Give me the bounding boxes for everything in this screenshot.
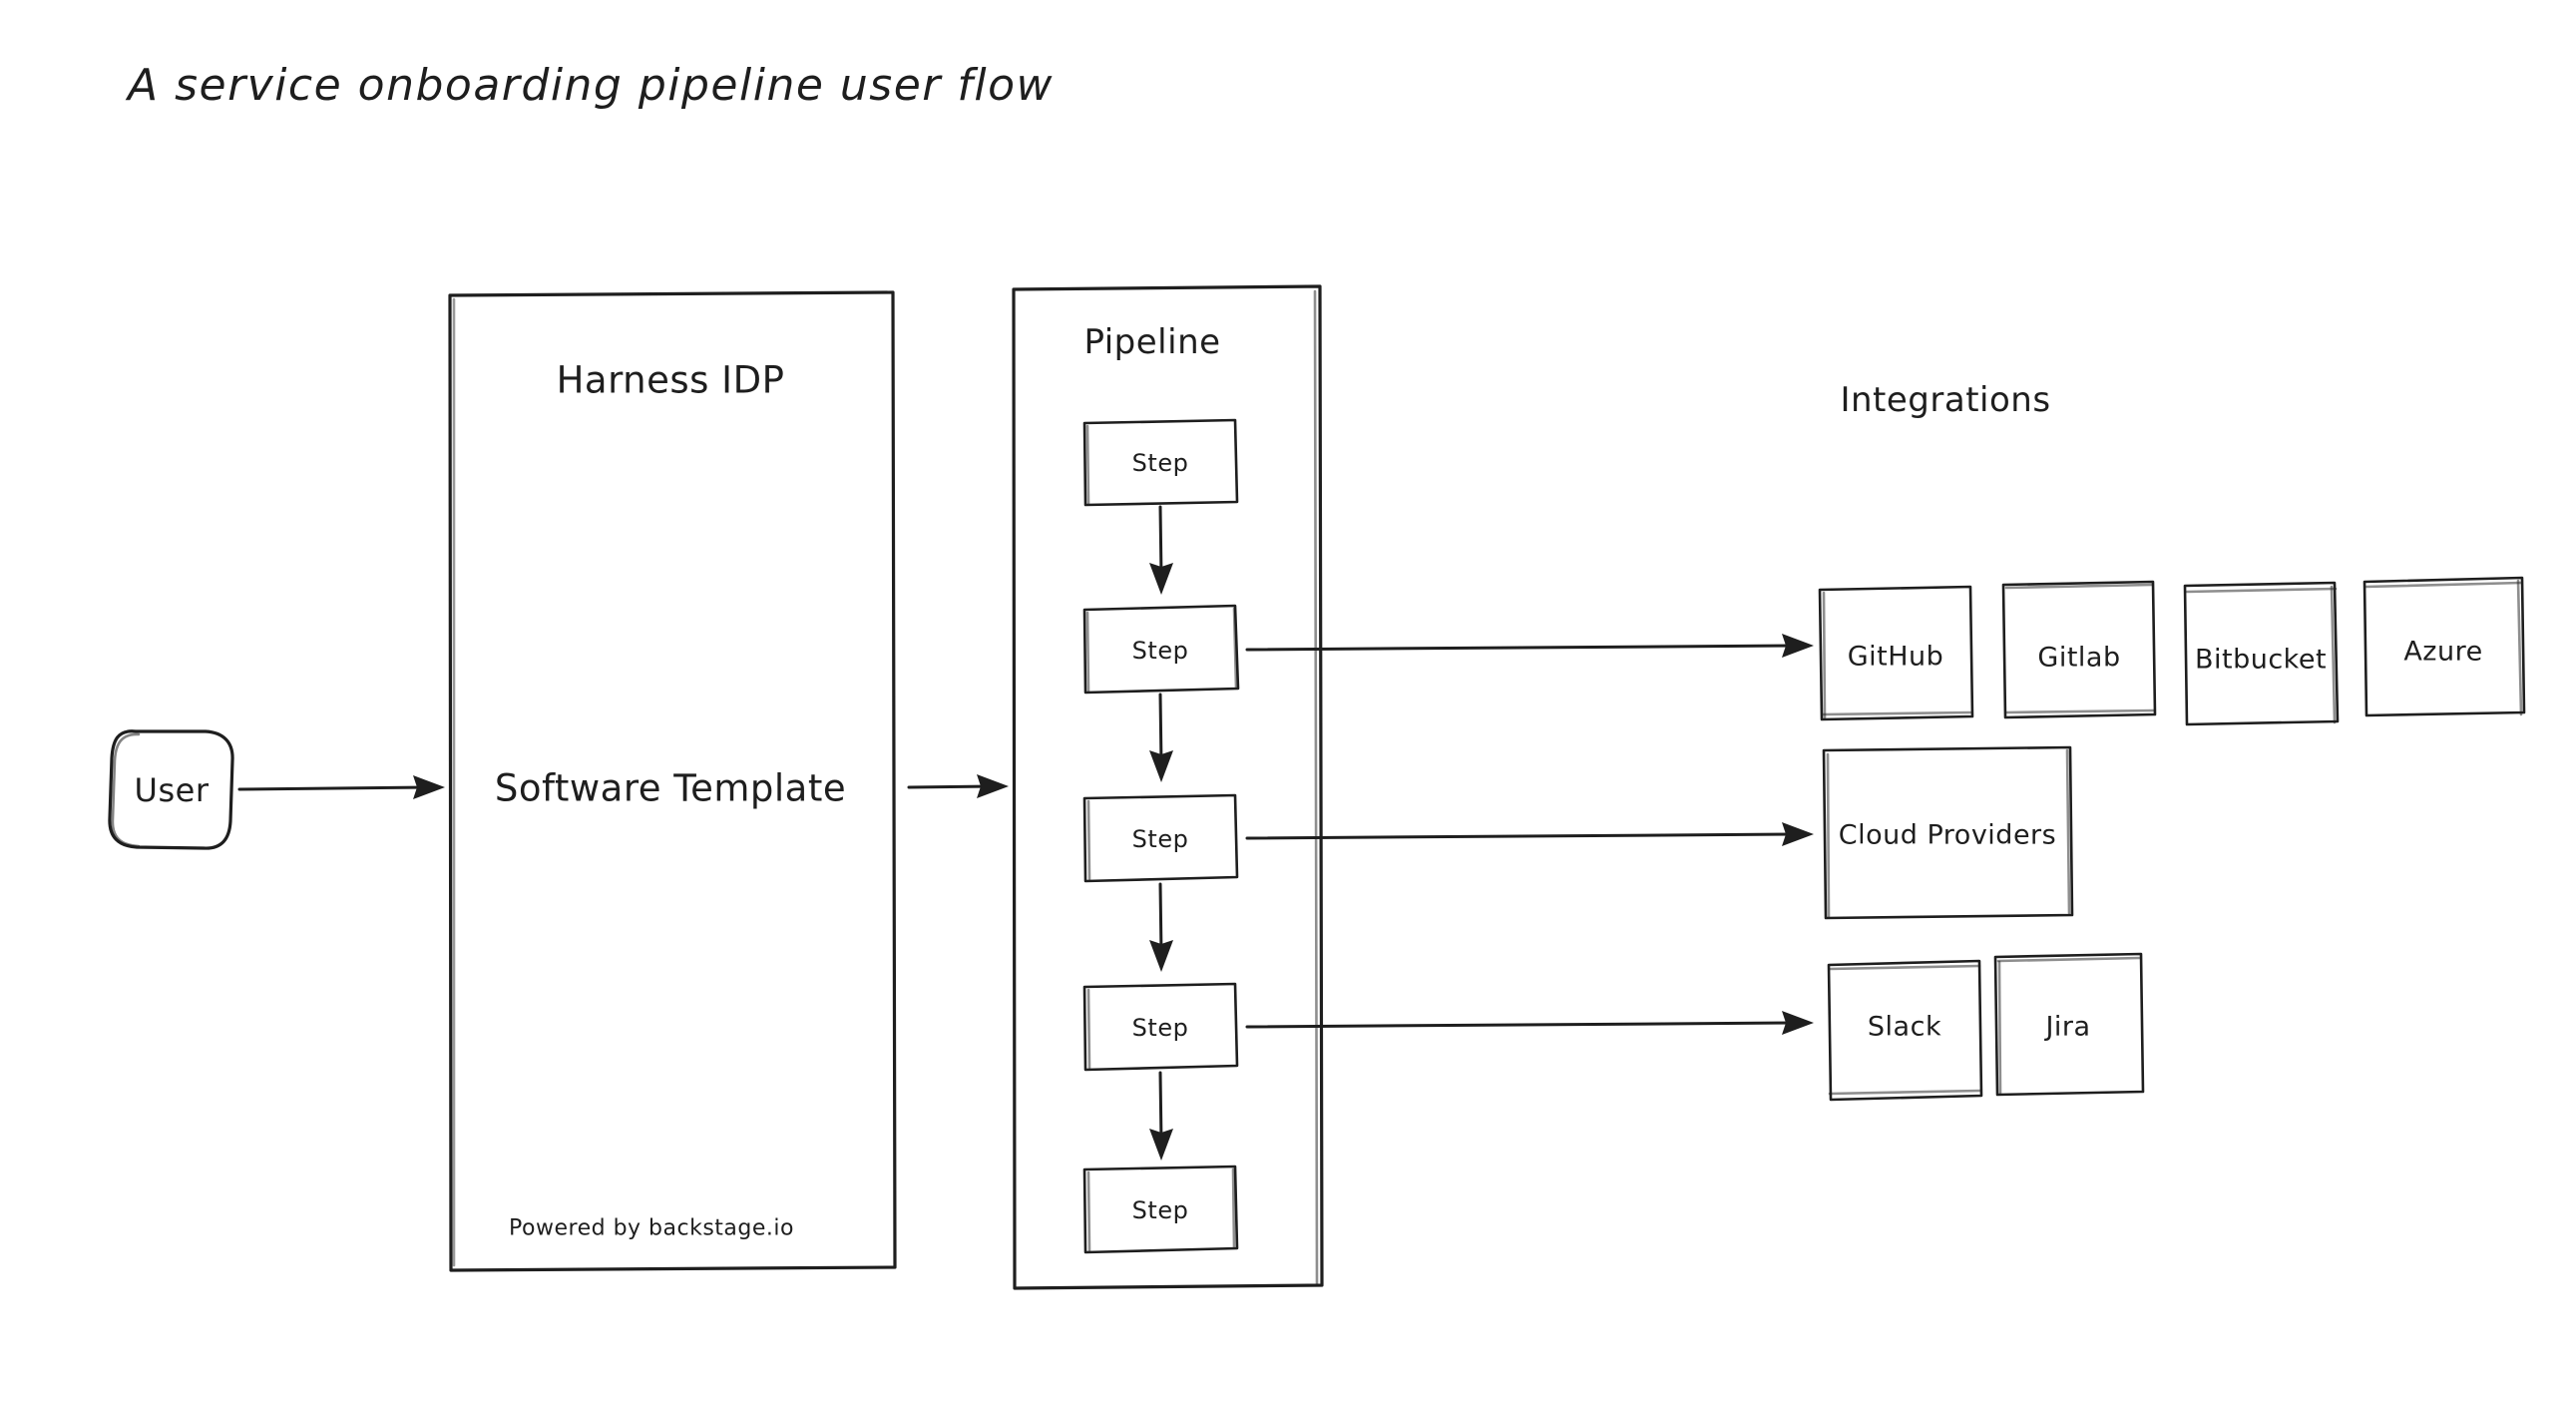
integration-azure-label[interactable]: Azure [2403,636,2483,668]
pipeline-step-4-label[interactable]: Step [1131,1014,1189,1042]
software-template-label[interactable]: Software Template [494,766,847,810]
integrations-heading: Integrations [1840,380,2051,420]
connector-step1-to-step2 [1149,505,1173,595]
connector-step3-to-cloud-providers [1245,822,1814,846]
harness-idp-heading: Harness IDP [556,358,785,402]
pipeline-step-1-label[interactable]: Step [1131,449,1189,477]
connector-step2-to-step3 [1149,693,1173,782]
connector-step3-to-step4 [1149,882,1173,972]
integration-gitlab-label[interactable]: Gitlab [2037,642,2121,674]
integration-slack-label[interactable]: Slack [1867,1011,1942,1043]
integration-cloud-providers-label[interactable]: Cloud Providers [1838,819,2057,851]
integration-jira-label[interactable]: Jira [2045,1011,2091,1043]
connector-step4-to-step5 [1149,1071,1173,1161]
page-title: A service onboarding pipeline user flow [128,60,1054,111]
pipeline-panel-shape [1012,284,1324,1290]
connector-user-to-idp [237,775,445,799]
pipeline-heading: Pipeline [1083,322,1221,362]
pipeline-step-2-label[interactable]: Step [1131,637,1189,665]
pipeline-step-5-label[interactable]: Step [1131,1196,1189,1224]
user-node-label[interactable]: User [134,771,210,809]
backstage-footer-label: Powered by backstage.io [509,1215,794,1241]
connector-idp-to-pipeline [907,774,1009,798]
connector-step2-to-github [1245,634,1814,658]
integration-github-label[interactable]: GitHub [1847,641,1944,673]
connector-step4-to-slack [1245,1011,1814,1035]
pipeline-step-3-label[interactable]: Step [1131,825,1189,853]
integration-bitbucket-label[interactable]: Bitbucket [2194,644,2328,676]
